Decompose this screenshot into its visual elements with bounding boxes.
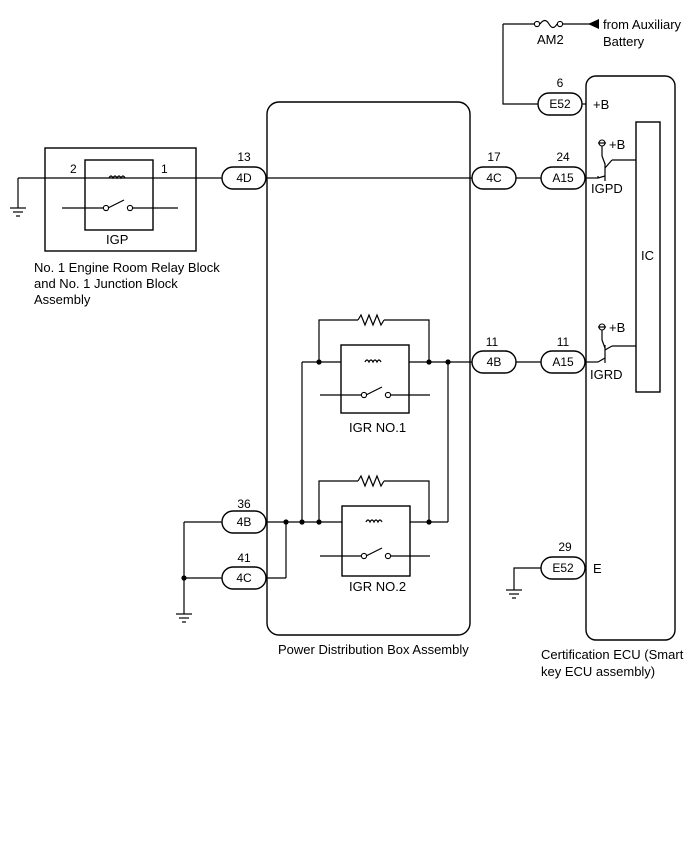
igp-relay	[84, 159, 154, 231]
connector-4b-right: 4B 11	[471, 335, 517, 374]
ecu-e-label: E	[593, 561, 602, 576]
aux-battery-line1: from Auxiliary	[603, 17, 682, 32]
connector-name: 4B	[237, 515, 252, 529]
igrd-transistor: +B IGRD	[585, 320, 636, 382]
igpd-transistor: +B IGPD	[585, 137, 636, 196]
igp-relay-block: IGP 2 1	[44, 147, 197, 252]
relay-block-outline	[44, 147, 197, 252]
am2-fuse: AM2	[503, 19, 599, 47]
connector-4c-left: 4C 41	[221, 551, 267, 590]
connector-name: E52	[549, 97, 571, 111]
ground-icon	[506, 589, 522, 599]
ecu-label-line2: key ECU assembly)	[541, 664, 655, 679]
igrd-b-plus: +B	[609, 320, 625, 335]
connector-name: 4C	[236, 571, 252, 585]
certification-ecu	[585, 75, 676, 641]
relay-block-line3: Assembly	[34, 292, 91, 307]
igpd-b-plus: +B	[609, 137, 625, 152]
ic-block	[635, 121, 661, 393]
connector-a15-mid: A15 11	[540, 335, 586, 374]
igpd-label: IGPD	[591, 181, 623, 196]
connector-pin: 24	[556, 150, 570, 164]
fuse-label: AM2	[537, 32, 564, 47]
ecu-label-line1: Certification ECU (Smart	[541, 647, 684, 662]
ground-icon	[10, 207, 26, 217]
relay-block-line1: No. 1 Engine Room Relay Block	[34, 260, 220, 275]
igr1-relay: IGR NO.1	[316, 313, 472, 435]
connector-name: E52	[552, 561, 574, 575]
arrow-left-icon	[588, 19, 599, 29]
igr2-box	[341, 505, 411, 577]
igr1-label: IGR NO.1	[349, 420, 406, 435]
connector-4b-left: 4B 36	[221, 497, 267, 534]
igp-pin-right: 1	[161, 162, 168, 176]
connector-pin: 13	[237, 150, 251, 164]
igp-label: IGP	[106, 232, 128, 247]
connector-name: 4B	[487, 355, 502, 369]
connector-4c-top: 4C 17	[471, 150, 517, 190]
pdb-label: Power Distribution Box Assembly	[278, 642, 469, 657]
connector-a15-top: A15 24	[540, 150, 586, 190]
aux-battery-line2: Battery	[603, 34, 645, 49]
connector-pin: 6	[557, 76, 564, 90]
connector-e52-bottom: E52 29	[540, 540, 586, 580]
connector-pin: 11	[557, 335, 570, 349]
relay-block-line2: and No. 1 Junction Block	[34, 276, 178, 291]
connector-name: 4C	[486, 171, 502, 185]
connector-pin: 29	[558, 540, 572, 554]
connector-4d: 4D 13	[221, 150, 267, 190]
igr2-relay: IGR NO.2	[316, 474, 448, 594]
igr2-label: IGR NO.2	[349, 579, 406, 594]
connector-pin: 36	[237, 497, 251, 511]
ic-label: IC	[641, 248, 654, 263]
ground-icon	[176, 613, 192, 623]
igrd-label: IGRD	[590, 367, 623, 382]
connector-pin: 17	[487, 150, 501, 164]
igr1-box	[340, 344, 410, 414]
connector-e52-top: E52 6	[537, 76, 583, 116]
connector-name: 4D	[236, 171, 252, 185]
connector-pin: 41	[237, 551, 251, 565]
connector-name: A15	[552, 355, 574, 369]
power-distribution-box	[266, 101, 471, 636]
ecu-b-plus-label: +B	[593, 97, 609, 112]
connector-name: A15	[552, 171, 574, 185]
igp-pin-left: 2	[70, 162, 77, 176]
connector-pin: 11	[486, 335, 499, 349]
